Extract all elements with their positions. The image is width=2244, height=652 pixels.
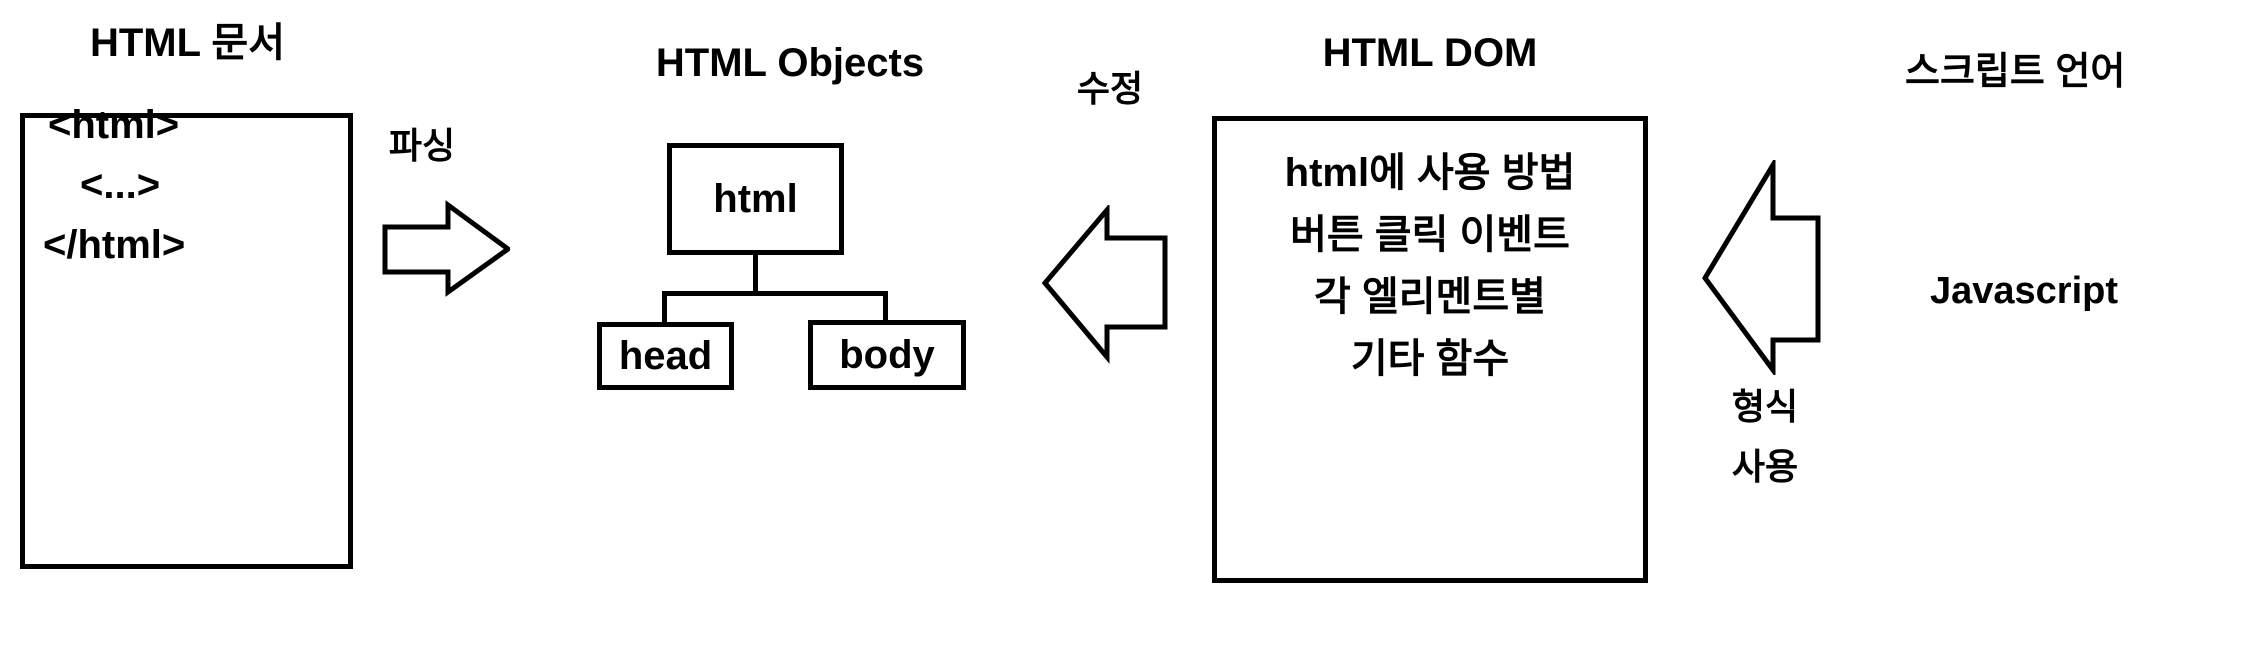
modify-arrow-icon: [1041, 205, 1168, 364]
html-objects-title: HTML Objects: [655, 41, 925, 85]
tree-connector-vertical-head: [662, 291, 667, 324]
tree-node-html: html: [667, 143, 844, 255]
code-line-ellipsis: <...>: [80, 163, 161, 207]
usage-arrow-icon: [1701, 160, 1821, 375]
tree-connector-vertical-body: [883, 291, 888, 322]
tree-node-html-label: html: [713, 177, 798, 221]
dom-line-1: html에 사용 방법: [1284, 151, 1576, 195]
usage-label-use: 사용: [1731, 446, 1799, 487]
dom-line-2: 버튼 클릭 이벤트: [1290, 213, 1570, 257]
tree-connector-vertical-root: [753, 255, 758, 293]
parse-arrow-label: 파싱: [388, 125, 456, 166]
usage-label-format: 형식: [1731, 386, 1799, 427]
html-document-box: [20, 113, 353, 569]
tree-node-head: head: [597, 322, 734, 390]
tree-node-head-label: head: [618, 334, 713, 378]
code-line-open-html: <html>: [48, 103, 180, 147]
dom-line-4: 기타 함수: [1350, 337, 1510, 381]
script-language-title: 스크립트 언어: [1905, 51, 2126, 93]
tree-connector-horizontal: [662, 291, 888, 296]
html-document-title: HTML 문서: [89, 21, 286, 65]
dom-line-3: 각 엘리멘트별: [1314, 275, 1546, 319]
html-dom-title: HTML DOM: [1322, 31, 1538, 75]
html-dom-box: [1212, 116, 1648, 583]
parse-arrow-icon: [382, 200, 510, 297]
tree-node-body: body: [808, 320, 966, 390]
javascript-label: Javascript: [1930, 270, 2119, 312]
code-line-close-html: </html>: [43, 223, 186, 267]
modify-arrow-label: 수정: [1076, 68, 1144, 109]
tree-node-body-label: body: [839, 333, 935, 377]
